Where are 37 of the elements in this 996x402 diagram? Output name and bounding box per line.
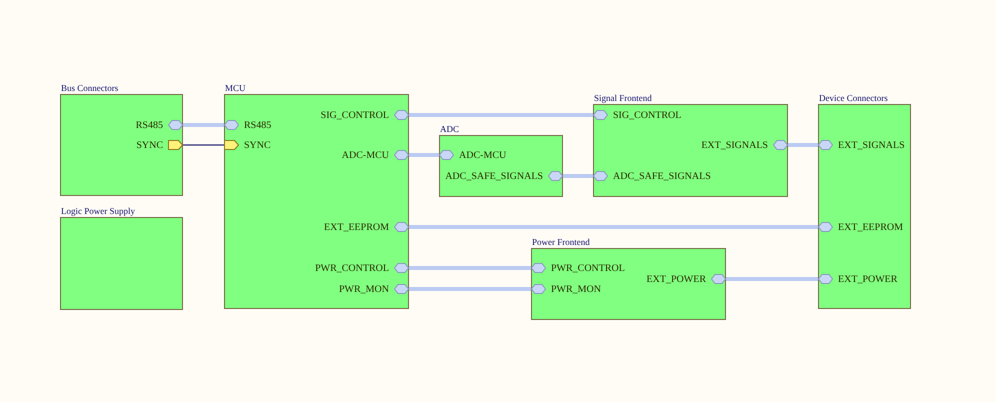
bus-connection [183,123,224,127]
bus-connection [409,153,439,157]
interface-port: EXT_POWER [818,273,898,285]
bus-connection [726,277,818,281]
interface-port: EXT_SIGNALS [701,139,788,151]
interface-port: EXT_POWER [646,273,726,285]
interface-port: ADC-MCU [439,149,506,161]
block-title: Bus Connectors [61,83,118,94]
bus-connection [409,287,531,291]
interface-port: PWR_MON [338,283,409,295]
signal-port: SYNC [224,139,271,151]
block-title: Logic Power Supply [61,206,135,217]
interface-port: EXT_EEPROM [818,221,903,233]
block-title: ADC [440,124,460,135]
block-title: Power Frontend [532,237,590,248]
interface-port: ADC_SAFE_SIGNALS [445,170,563,182]
signal-port: SYNC [136,139,183,151]
interface-port: SIG_CONTROL [593,109,682,121]
bus-connection [788,143,818,147]
bus-connection [409,113,593,117]
bus-connection [409,225,818,229]
interface-port: EXT_EEPROM [324,221,409,233]
block-title: Device Connectors [819,93,888,104]
interface-port: ADC_SAFE_SIGNALS [593,170,711,182]
signal-line [183,144,224,146]
interface-port: SIG_CONTROL [320,109,409,121]
block-title: MCU [225,83,246,94]
interface-port: PWR_MON [531,283,602,295]
interface-port: PWR_CONTROL [315,262,409,274]
interface-port: EXT_SIGNALS [818,139,905,151]
interface-port: ADC-MCU [342,149,409,161]
interface-port: RS485 [224,119,272,131]
interface-port: RS485 [136,119,183,131]
bus-connection [409,266,531,270]
interface-port: PWR_CONTROL [531,262,625,274]
bus-connection [563,174,593,178]
block-title: Signal Frontend [594,93,652,104]
